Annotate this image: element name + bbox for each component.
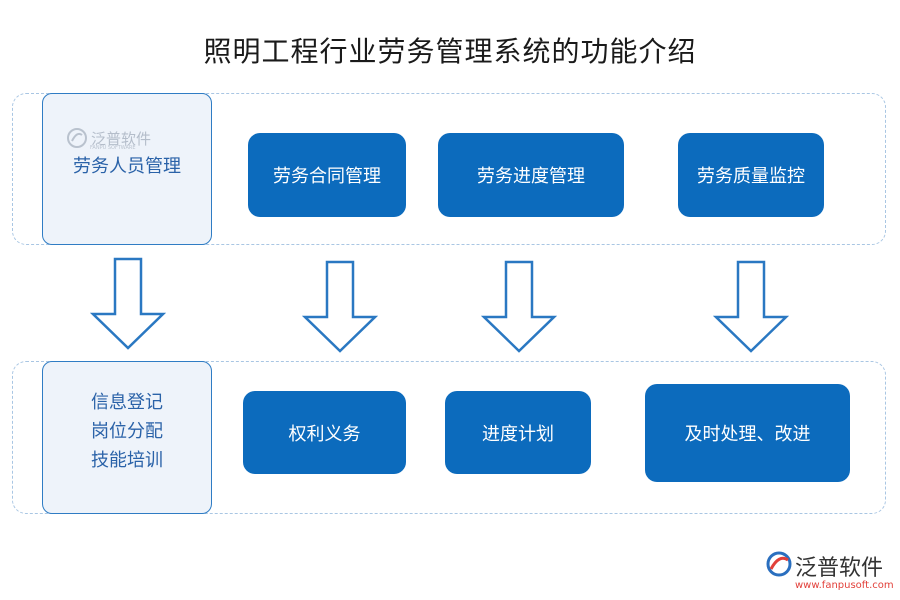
brand-name: 泛普软件 bbox=[795, 556, 884, 581]
bottom-row-frame bbox=[12, 361, 886, 514]
detail-line-training: 技能培训 bbox=[91, 450, 163, 471]
timely-improve-box: 及时处理、改进 bbox=[645, 384, 850, 482]
watermark-text: 泛普软件 bbox=[91, 129, 152, 148]
labor-quality-box: 劳务质量监控 bbox=[678, 133, 824, 217]
watermark-logo-icon bbox=[67, 128, 87, 148]
watermark-subtext: FANPU SOFTWARE bbox=[90, 145, 136, 151]
rights-duties-box: 权利义务 bbox=[243, 391, 406, 474]
labor-personnel-box: 劳务人员管理 bbox=[42, 93, 212, 245]
down-arrow-icon bbox=[90, 257, 166, 350]
diagram-title: 照明工程行业劳务管理系统的功能介绍 bbox=[203, 35, 697, 68]
brand-logo-icon bbox=[766, 551, 792, 577]
brand-url: www.fanpusoft.com bbox=[795, 580, 894, 591]
down-arrow-icon bbox=[302, 260, 378, 353]
brand-logo: 泛普软件 www.fanpusoft.com bbox=[764, 547, 894, 597]
labor-contract-box: 劳务合同管理 bbox=[248, 133, 406, 217]
progress-plan-box: 进度计划 bbox=[445, 391, 591, 474]
down-arrow-icon bbox=[713, 260, 789, 353]
down-arrow-icon bbox=[481, 260, 557, 353]
detail-line-assignment: 岗位分配 bbox=[91, 421, 163, 442]
personnel-detail-box: 信息登记 岗位分配 技能培训 bbox=[42, 361, 212, 514]
detail-line-registration: 信息登记 bbox=[91, 392, 163, 413]
watermark: 泛普软件 FANPU SOFTWARE bbox=[66, 127, 152, 151]
labor-personnel-label: 劳务人员管理 bbox=[73, 156, 181, 177]
top-row-frame bbox=[12, 93, 886, 245]
personnel-detail-list: 信息登记 岗位分配 技能培训 bbox=[43, 388, 211, 475]
labor-progress-box: 劳务进度管理 bbox=[438, 133, 624, 217]
